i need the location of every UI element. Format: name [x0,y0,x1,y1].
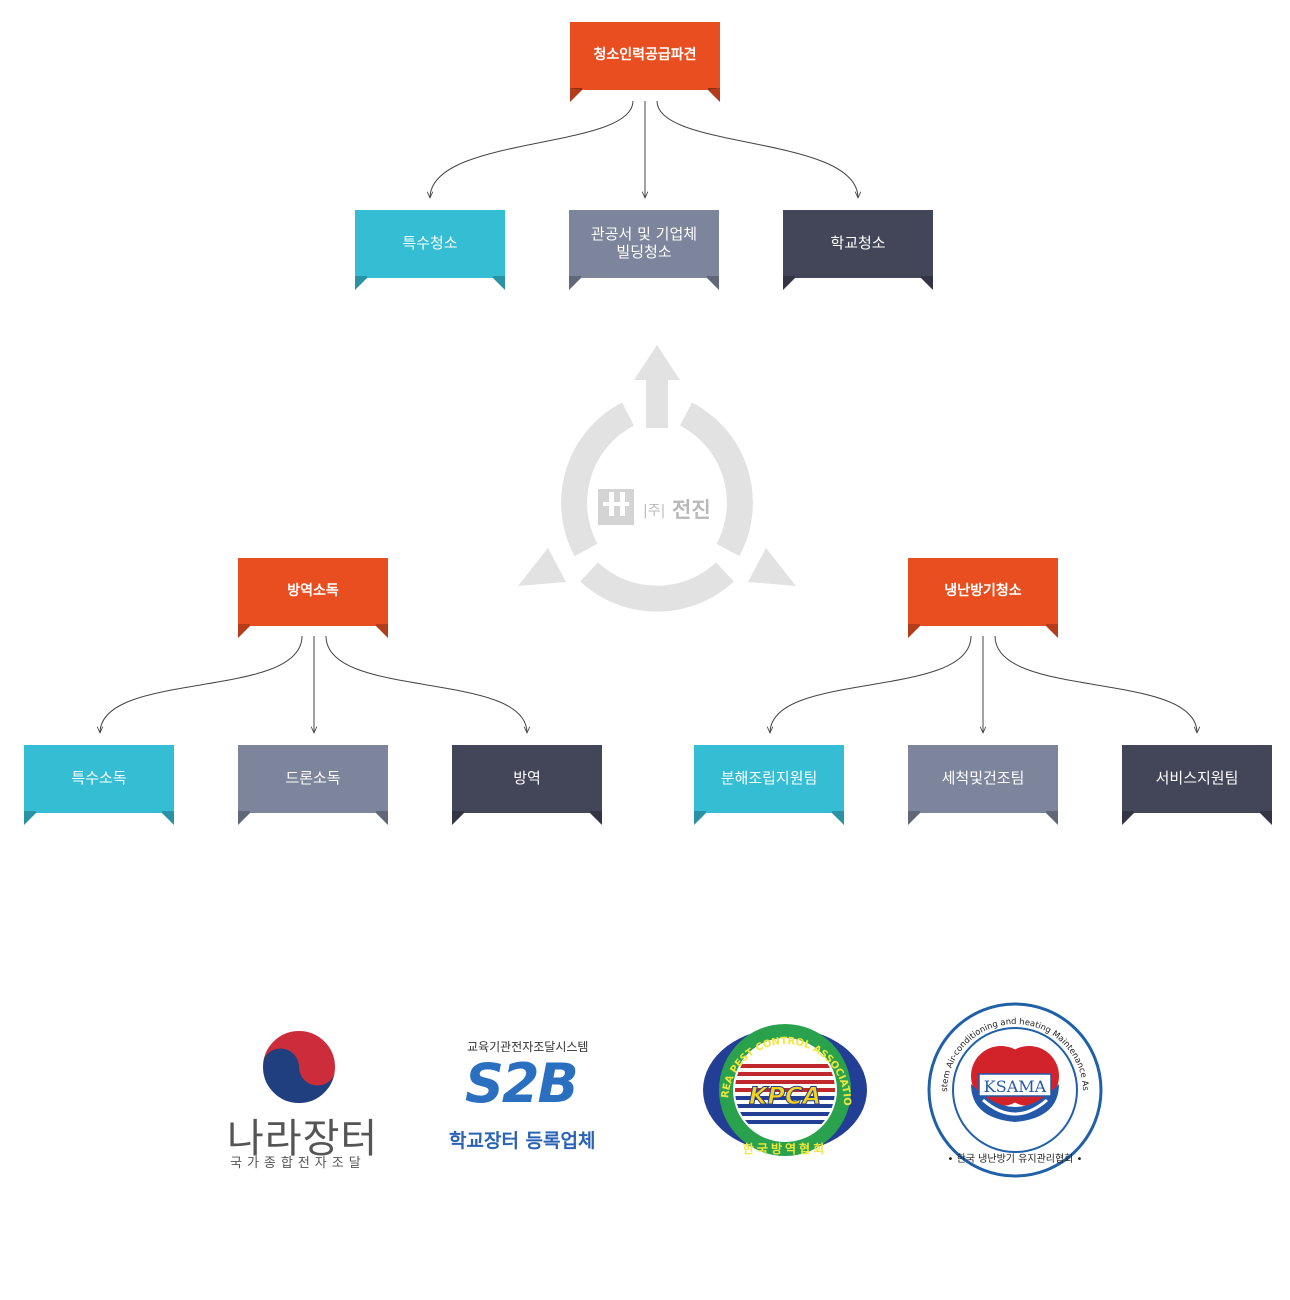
node-top-child-1-label: 특수청소 [402,234,458,252]
cycle-arrows-graphic [518,345,796,612]
narajangteo-logo: 나라장터 국가종합전자조달 [222,1010,382,1171]
s2b-top-text: 교육기관전자조달시스템 [467,1040,589,1054]
node-top-head[interactable]: 청소인력공급파견 [570,22,720,102]
connector-top-right [656,100,858,198]
kpca-bottom-text: 한국방역협회 [743,1141,827,1156]
node-left-head[interactable]: 방역소독 [238,558,388,638]
node-right-child-2-label: 세척및건조팀 [941,769,1025,787]
node-left-child-3-label: 방역 [513,769,541,787]
node-top-child-2[interactable]: 관공서 및 기업체 빌딩청소 [569,210,719,290]
s2b-logo: 교육기관전자조달시스템 S2B 학교장터 등록업체 [445,1030,615,1160]
s2b-mark-text: S2B [465,1052,579,1115]
ksama-bottom-text: • 한국 냉난방기 유지관리협회 • [948,1152,1083,1165]
ksama-logo: KSAMA Korea System Air-conditioning and … [922,992,1105,1180]
kpca-logo: KOREA PEST CONTROL ASSOCIATION KPCA 한국방역… [696,1002,870,1170]
connector-left-right [325,635,527,733]
node-top-head-label: 청소인력공급파견 [593,47,697,63]
taegeuk-icon [261,1029,337,1105]
connector-left-left [100,635,303,733]
company-mark-icon [598,489,634,525]
node-top-child-2-label: 관공서 및 기업체 빌딩청소 [590,225,698,261]
node-right-head-label: 냉난방기청소 [944,583,1022,599]
node-left-child-2[interactable]: 드론소독 [238,745,388,825]
kpca-mark-text: KPCA [749,1082,821,1110]
node-right-child-3[interactable]: 서비스지원팀 [1122,745,1272,825]
narajangteo-main-text: 나라장터 [227,1116,379,1162]
s2b-bottom-text: 학교장터 등록업체 [449,1130,596,1152]
node-left-child-1-label: 특수소독 [71,769,127,787]
node-left-head-label: 방역소독 [287,583,339,599]
connector-top-left [430,100,634,198]
connector-right-right [994,635,1197,733]
kpca-emblem-icon: KOREA PEST CONTROL ASSOCIATION KPCA 한국방역… [696,1002,867,1156]
node-right-child-1-label: 분해조립지원팀 [720,769,818,787]
node-right-head[interactable]: 냉난방기청소 [908,558,1058,638]
node-right-child-1[interactable]: 분해조립지원팀 [694,745,844,825]
node-right-child-2[interactable]: 세척및건조팀 [908,745,1058,825]
node-left-child-1[interactable]: 특수소독 [24,745,174,825]
company-prefix: |주| [643,503,665,519]
node-left-child-2-label: 드론소독 [285,769,341,787]
connector-right-left [770,635,972,733]
node-top-child-3[interactable]: 학교청소 [783,210,933,290]
narajangteo-sub-text: 국가종합전자조달 [230,1156,366,1171]
node-right-child-3-label: 서비스지원팀 [1155,769,1239,787]
ksama-emblem-icon: KSAMA Korea System Air-conditioning and … [922,992,1103,1178]
node-top-child-3-label: 학교청소 [830,234,886,252]
company-name: 전진 [672,498,711,522]
node-left-child-3[interactable]: 방역 [452,745,602,825]
ksama-mark-text: KSAMA [984,1077,1047,1096]
node-top-child-1[interactable]: 특수청소 [355,210,505,290]
